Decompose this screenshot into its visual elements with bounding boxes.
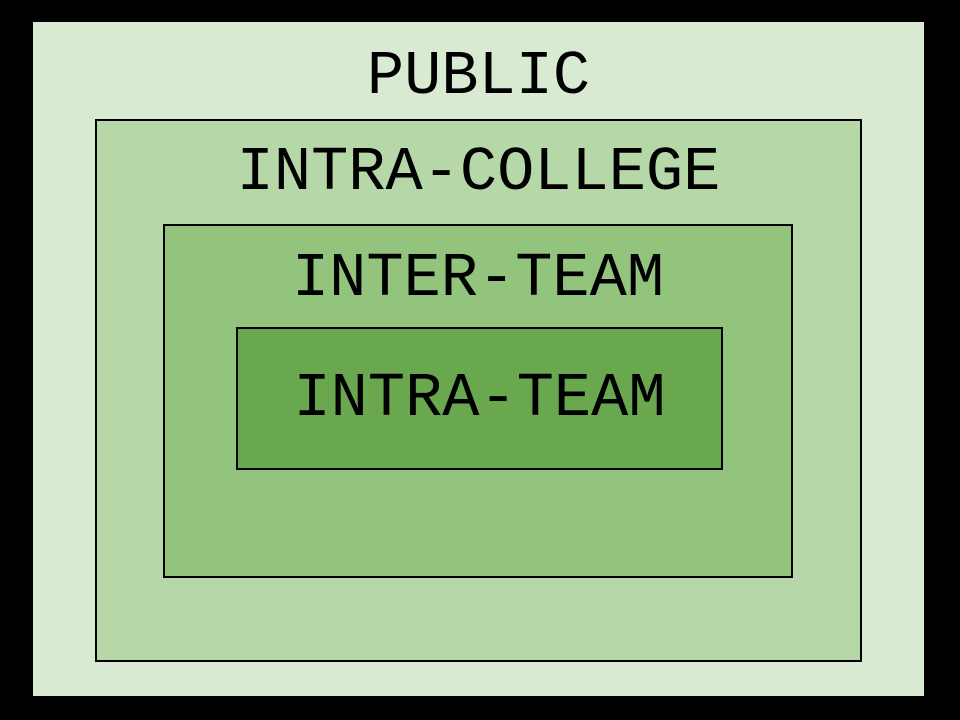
inter-team-label: INTER-TEAM (291, 243, 665, 314)
intra-college-box: INTRA-COLLEGE INTER-TEAM INTRA-TEAM (95, 119, 862, 662)
intra-team-box: INTRA-TEAM (236, 327, 723, 470)
public-box: PUBLIC INTRA-COLLEGE INTER-TEAM INTRA-TE… (31, 20, 926, 698)
intra-college-label: INTRA-COLLEGE (236, 137, 721, 208)
public-label: PUBLIC (366, 41, 591, 112)
intra-team-label: INTRA-TEAM (293, 362, 666, 434)
inter-team-box: INTER-TEAM INTRA-TEAM (163, 224, 793, 578)
